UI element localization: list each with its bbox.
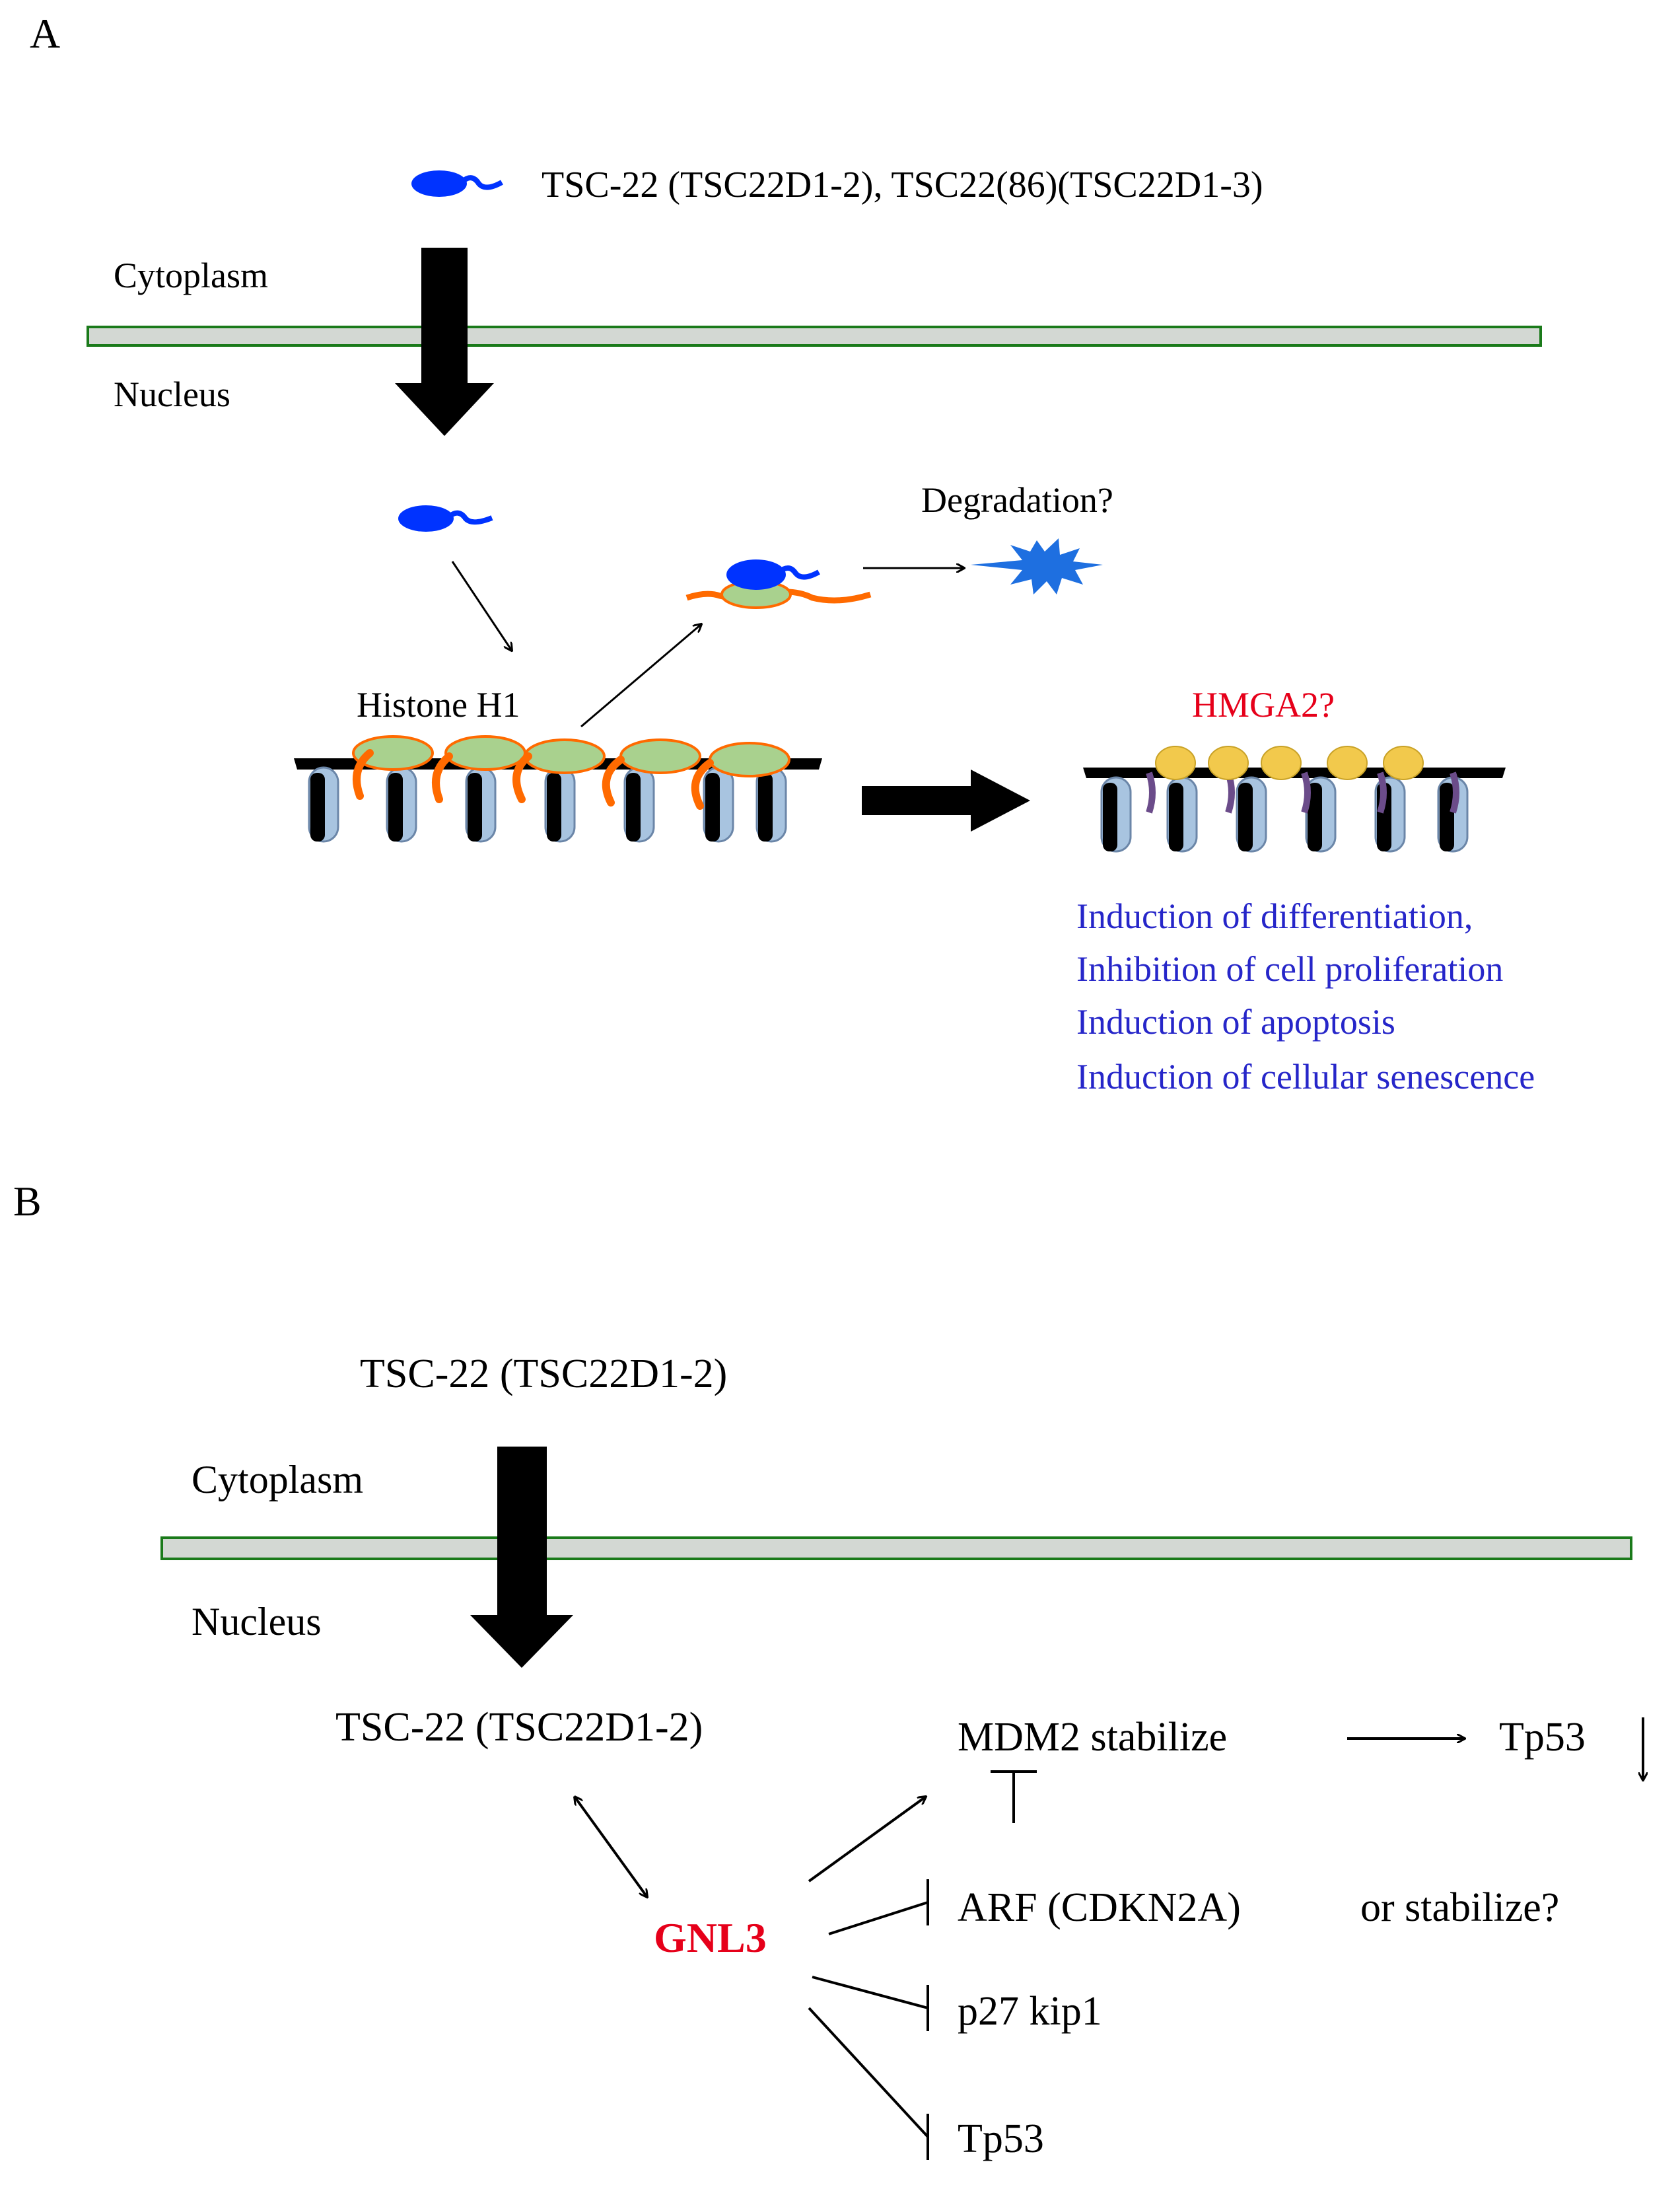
tsc22-nuclear-label: TSC-22 (TSC22D1-2) [335, 1705, 703, 1750]
panel-a-label: A [30, 10, 60, 57]
translocation-arrow-a [395, 248, 494, 436]
binding-arrow [451, 561, 512, 651]
p27-label: p27 kip1 [958, 1989, 1102, 2034]
nuclear-membrane-a [87, 326, 1542, 347]
gnl3-label: GNL3 [654, 1914, 767, 1961]
arf-label: ARF (CDKN2A) [958, 1885, 1241, 1930]
outcome-senescence: Induction of cellular senescence [1076, 1057, 1535, 1096]
gnl3-to-mdm2-arrow [808, 1797, 926, 1883]
tsc22-histone-complex-icon [685, 559, 872, 609]
gnl3-inhibits-p27 [812, 1976, 928, 2009]
nuclear-membrane-b [160, 1536, 1632, 1560]
nucleus-label-b: Nucleus [192, 1600, 322, 1643]
nucleus-label-a: Nucleus [114, 375, 230, 414]
release-arrow [580, 624, 701, 728]
outcome-proliferation: Inhibition of cell proliferation [1076, 949, 1503, 989]
gnl3-inhibits-tp53 [808, 2007, 929, 2138]
cytoplasm-label-b: Cytoplasm [192, 1458, 363, 1501]
mdm2-label: MDM2 stabilize [958, 1715, 1227, 1760]
interaction-arrow [575, 1797, 647, 1897]
nuclear-tsc22-icon [398, 505, 493, 532]
outcome-apoptosis: Induction of apoptosis [1076, 1002, 1395, 1042]
tsc22-top-label: TSC-22 (TSC22D1-2) [360, 1351, 727, 1396]
isoforms-label: TSC-22 (TSC22D1-2), TSC22(86)(TSC22D1-3) [542, 164, 1263, 205]
histone-label: Histone H1 [357, 685, 520, 725]
gnl3-inhibits-arf [828, 1901, 928, 1935]
tsc22-protein-icon [411, 170, 503, 197]
chromatin-conversion-arrow [862, 770, 1030, 832]
tp53-output-label: Tp53 [1499, 1715, 1586, 1760]
translocation-arrow-b [470, 1447, 573, 1668]
chromatin-with-hmga2 [1083, 746, 1506, 853]
degradation-label: Degradation? [921, 480, 1113, 520]
tp53-label: Tp53 [958, 2116, 1044, 2161]
or-stabilize-label: or stabilize? [1360, 1885, 1559, 1930]
outcome-differentiation: Induction of differentiation, [1076, 896, 1473, 936]
hmga2-label: HMGA2? [1192, 685, 1335, 725]
degradation-burst-icon [971, 538, 1103, 594]
cytoplasm-label-a: Cytoplasm [114, 256, 268, 295]
chromatin-with-histone-h1 [294, 735, 822, 843]
panel-b-label: B [13, 1178, 42, 1225]
